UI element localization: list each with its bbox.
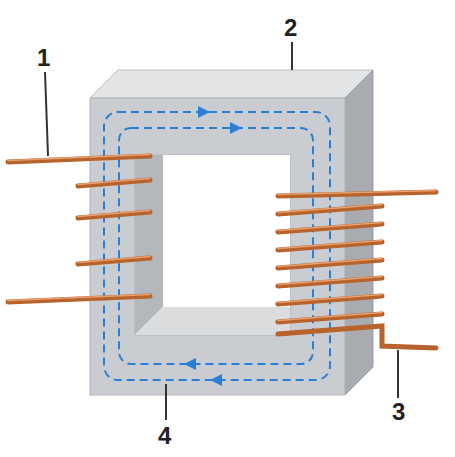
flux-loop (119, 128, 313, 364)
leader-line (291, 42, 293, 70)
callout-number: 2 (284, 16, 297, 40)
flux-arrows (184, 106, 242, 386)
core-side-face (345, 70, 373, 395)
callout-number: 1 (37, 46, 50, 70)
callout-number: 4 (158, 424, 171, 448)
primary-winding (8, 155, 150, 303)
flux-loop (104, 112, 330, 380)
secondary-winding (278, 191, 436, 349)
core-top-face (90, 70, 373, 98)
core-window (135, 155, 290, 335)
leader-line (45, 72, 48, 156)
leader-lines (45, 42, 398, 420)
flux-lines (104, 112, 330, 380)
leader-line (397, 350, 399, 398)
callout-number: 3 (392, 400, 405, 424)
transformer-core (90, 70, 373, 395)
leader-line (165, 384, 167, 420)
